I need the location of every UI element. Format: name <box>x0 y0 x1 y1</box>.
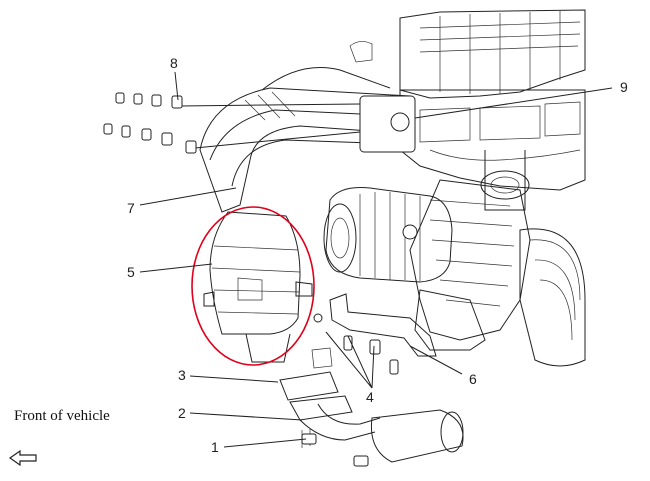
callout-1: 1 <box>211 439 219 455</box>
callout-4: 4 <box>366 389 374 405</box>
callout-7: 7 <box>127 200 135 216</box>
callout-8: 8 <box>170 55 178 71</box>
engine-block <box>399 9 586 367</box>
callout-3: 3 <box>178 367 186 383</box>
left-arrow-icon <box>8 449 37 467</box>
leader-lines <box>139 71 613 448</box>
exhaust-manifold <box>179 41 416 213</box>
callout-6: 6 <box>469 371 477 387</box>
callout-labels: 8 9 7 5 3 6 4 2 1 <box>127 55 628 455</box>
front-of-vehicle-label: Front of vehicle <box>14 408 110 424</box>
highlight-ellipse <box>191 206 315 366</box>
callout-9: 9 <box>620 79 628 95</box>
manifold-nuts <box>103 92 197 154</box>
flange-and-pipe <box>279 371 464 467</box>
callout-5: 5 <box>127 264 135 280</box>
callout-2: 2 <box>178 405 186 421</box>
ac-compressor <box>323 187 453 283</box>
catalytic-converter <box>203 211 313 363</box>
